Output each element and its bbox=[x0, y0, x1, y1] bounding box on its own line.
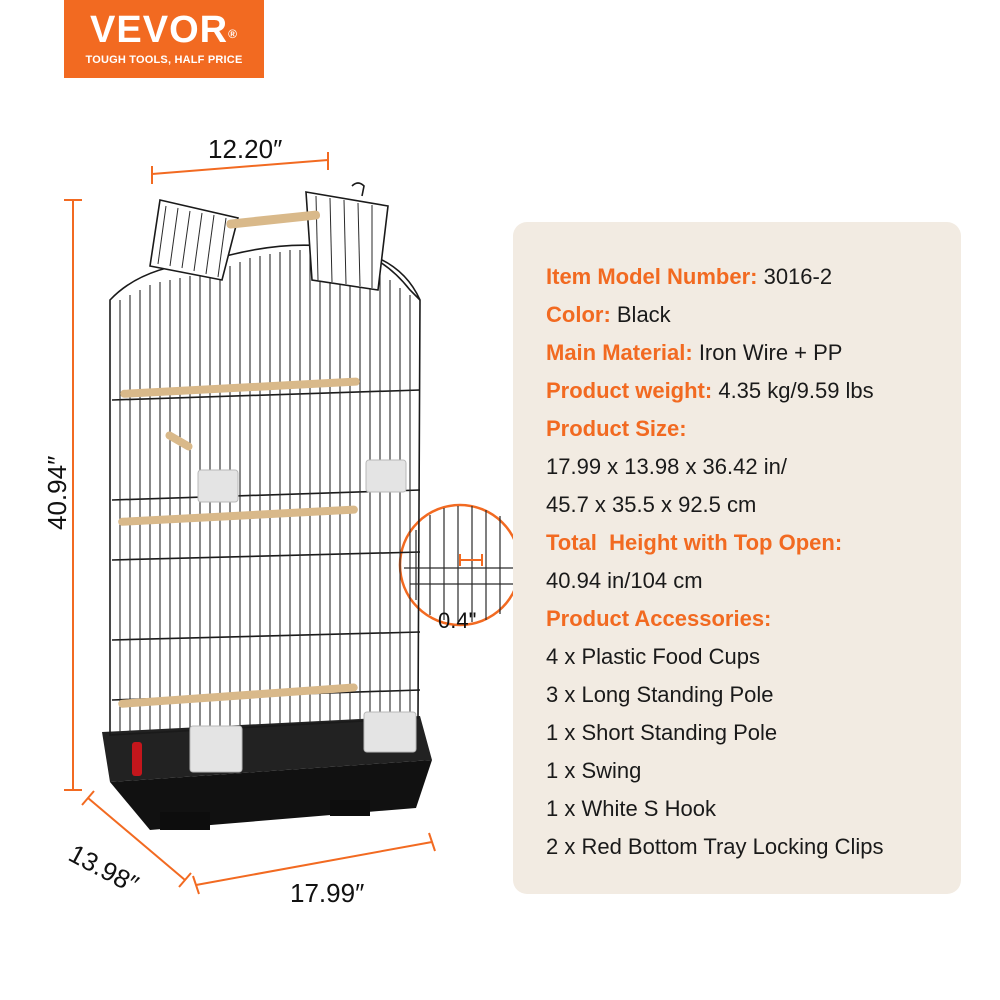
height-label: 40.94″ bbox=[42, 455, 72, 530]
cage-wires bbox=[119, 250, 411, 732]
accessory-item: 4 x Plastic Food Cups bbox=[546, 644, 760, 669]
spec-panel bbox=[513, 222, 961, 894]
brand-tagline: TOUGH TOOLS, HALF PRICE bbox=[85, 54, 243, 66]
spec-material: Main Material: Iron Wire + PP bbox=[546, 340, 843, 365]
brand-name: VEVOR® bbox=[90, 9, 238, 51]
spec-list: Item Model Number: 3016-2 Color: Black M… bbox=[546, 258, 956, 866]
mesh-spacing-label: 0.4" bbox=[438, 608, 477, 633]
cage-base-tray bbox=[102, 716, 432, 830]
accessory-item: 1 x White S Hook bbox=[546, 796, 716, 821]
accessory-item: 1 x Swing bbox=[546, 758, 642, 783]
spec-size-line2: 45.7 x 35.5 x 92.5 cm bbox=[546, 492, 757, 517]
spec-weight: Product weight: 4.35 kg/9.59 lbs bbox=[546, 378, 874, 403]
spec-height-heading: Total Height with Top Open: bbox=[546, 530, 843, 555]
accessory-item: 2 x Red Bottom Tray Locking Clips bbox=[546, 834, 884, 859]
red-tray-clip bbox=[132, 742, 142, 776]
spec-size-heading: Product Size: bbox=[546, 416, 687, 441]
spec-height-value: 40.94 in/104 cm bbox=[546, 568, 703, 593]
spec-model: Item Model Number: 3016-2 bbox=[546, 264, 833, 289]
food-cups bbox=[189, 459, 417, 773]
wooden-perches bbox=[118, 210, 360, 708]
accessory-item: 3 x Long Standing Pole bbox=[546, 682, 774, 707]
accessory-item: 1 x Short Standing Pole bbox=[546, 720, 778, 745]
length-label: 17.99″ bbox=[290, 878, 365, 908]
spec-size-line1: 17.99 x 13.98 x 36.42 in/ bbox=[546, 454, 787, 479]
top-doors bbox=[149, 182, 389, 291]
width-label: 12.20″ bbox=[208, 134, 283, 164]
spec-accessories-heading: Product Accessories: bbox=[546, 606, 772, 631]
brand-logo: VEVOR® TOUGH TOOLS, HALF PRICE bbox=[64, 0, 264, 78]
spec-color: Color: Black bbox=[546, 302, 671, 327]
